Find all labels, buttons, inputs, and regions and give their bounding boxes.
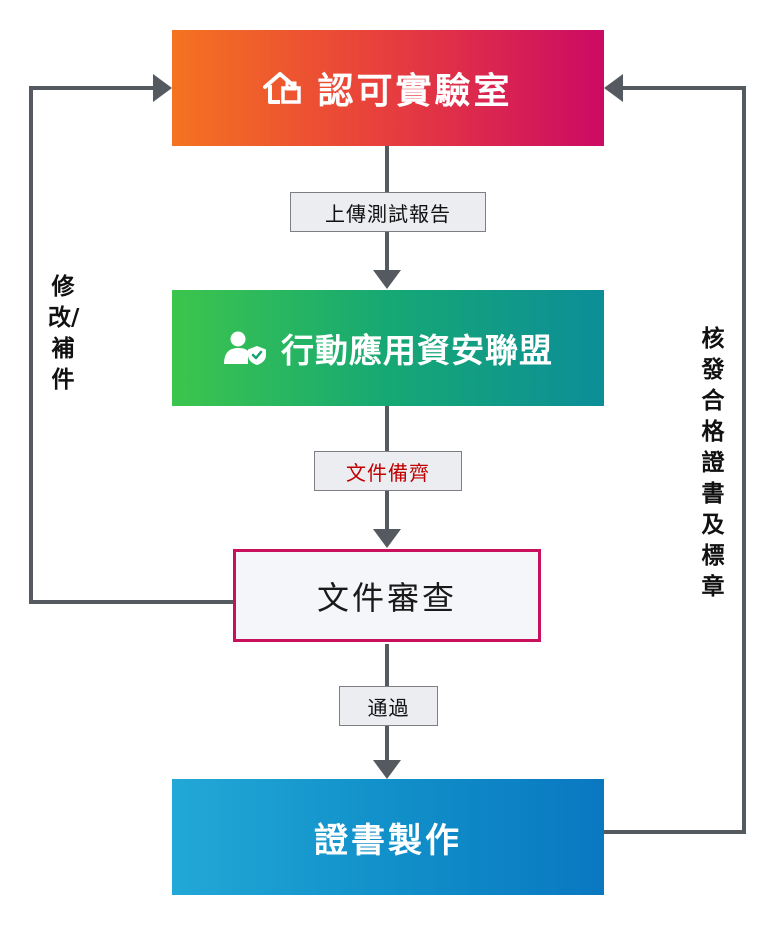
node-review-label: 文件審查	[316, 578, 457, 617]
node-document-review: 文件審查	[233, 549, 541, 642]
connector-issue-loop	[604, 86, 746, 834]
connector-revise-loop	[29, 86, 233, 604]
edge-label-revise-resubmit: 修改/補件	[48, 274, 80, 393]
arrowhead-issue-to-lab	[604, 74, 623, 102]
arrowhead-review	[373, 529, 401, 548]
arrowhead-alliance	[373, 270, 401, 289]
node-alliance-label: 行動應用資安聯盟	[281, 331, 553, 370]
node-cert-label: 證書製作	[314, 820, 462, 861]
user-shield-icon	[223, 330, 267, 366]
edge-label-documents-complete: 文件備齊	[314, 451, 462, 491]
edge-label-issue-certificate: 核發合格證書及標章	[701, 326, 725, 600]
node-accredited-lab: 認可實驗室	[172, 30, 604, 146]
node-lab-label: 認可實驗室	[317, 71, 513, 112]
edge-label-upload-report: 上傳測試報告	[290, 192, 486, 232]
house-lab-icon	[263, 71, 303, 105]
node-mobile-security-alliance: 行動應用資安聯盟	[172, 290, 604, 406]
edge-label-pass: 通過	[339, 686, 438, 726]
arrowhead-revise-to-lab	[153, 74, 172, 102]
arrowhead-cert	[373, 760, 401, 779]
node-certificate-production: 證書製作	[172, 779, 604, 895]
